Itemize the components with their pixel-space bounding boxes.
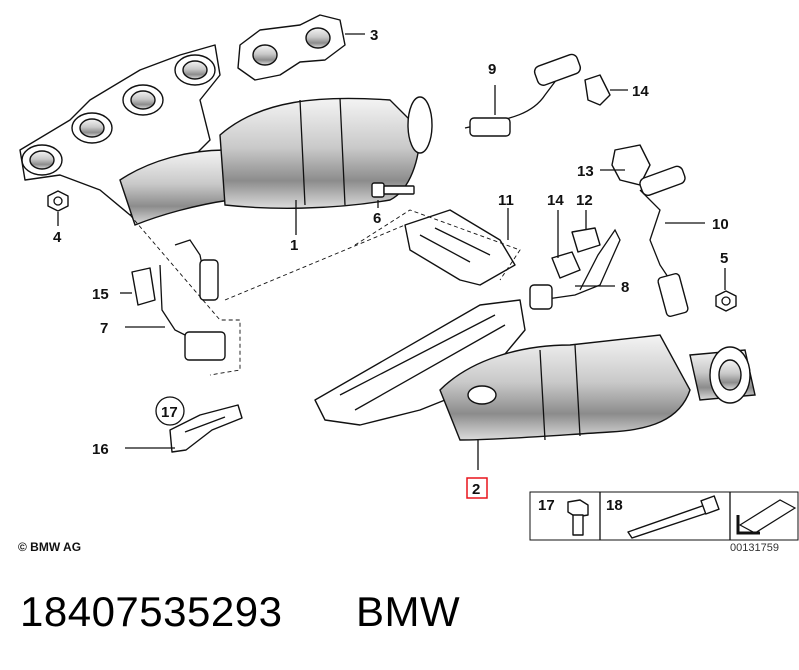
bolt-6 bbox=[371, 182, 415, 198]
nut-4 bbox=[47, 190, 69, 212]
callout-11: 11 bbox=[498, 192, 514, 209]
oxygen-sensor-7 bbox=[159, 239, 226, 361]
clip-12 bbox=[571, 227, 601, 253]
callout-5: 5 bbox=[720, 250, 728, 267]
callouts: 3 9 14 13 10 5 6 4 1 11 14 12 8 15 7 17 … bbox=[53, 27, 729, 499]
nut-5 bbox=[715, 290, 737, 312]
callout-8: 8 bbox=[621, 279, 629, 296]
oxygen-sensor-10 bbox=[639, 165, 689, 317]
callout-15: 15 bbox=[92, 286, 109, 303]
oxygen-sensor-9 bbox=[464, 53, 582, 137]
document-number: 00131759 bbox=[730, 542, 779, 554]
copyright-notice: © BMW AG bbox=[18, 540, 82, 554]
oxygen-sensor-8 bbox=[529, 228, 621, 310]
clip-15 bbox=[131, 267, 156, 306]
clip-14-upper bbox=[584, 74, 611, 106]
callout-2: 2 bbox=[472, 481, 480, 498]
bracket-11 bbox=[404, 209, 516, 286]
callout-17: 17 bbox=[161, 404, 178, 421]
callout-12: 12 bbox=[576, 192, 593, 209]
exhaust-manifold-upper bbox=[19, 44, 433, 226]
callout-3: 3 bbox=[370, 27, 378, 44]
callout-17-circle bbox=[155, 396, 185, 426]
callout-14-lower: 14 bbox=[547, 192, 564, 209]
manifold-gaskets bbox=[237, 14, 346, 81]
callout-6: 6 bbox=[373, 210, 381, 227]
heat-shield-16 bbox=[169, 404, 243, 453]
assembly-arrow-icon bbox=[736, 499, 797, 535]
callout-9: 9 bbox=[488, 61, 496, 78]
parts-legend: 17 18 bbox=[529, 491, 799, 541]
legend-label-18: 18 bbox=[606, 497, 623, 514]
callout-4: 4 bbox=[53, 229, 62, 246]
part-number: 18407535293 bbox=[20, 588, 283, 635]
callout-2-highlight bbox=[466, 477, 488, 499]
exhaust-manifold-lower bbox=[314, 299, 756, 441]
callout-16: 16 bbox=[92, 441, 109, 458]
brand-name: BMW bbox=[356, 588, 461, 635]
callout-1: 1 bbox=[290, 237, 298, 254]
callout-7: 7 bbox=[100, 320, 108, 337]
bolt-icon bbox=[567, 499, 589, 536]
callout-13: 13 bbox=[577, 163, 594, 180]
cable-tie-icon bbox=[627, 495, 720, 539]
legend-label-17: 17 bbox=[538, 497, 555, 514]
exhaust-parts-diagram: 3 9 14 13 10 5 6 4 1 11 14 12 8 15 7 17 … bbox=[19, 14, 799, 541]
callout-14-upper: 14 bbox=[632, 83, 649, 100]
callout-10: 10 bbox=[712, 216, 729, 233]
clip-14-lower bbox=[551, 251, 581, 279]
leader-lines bbox=[57, 33, 726, 470]
